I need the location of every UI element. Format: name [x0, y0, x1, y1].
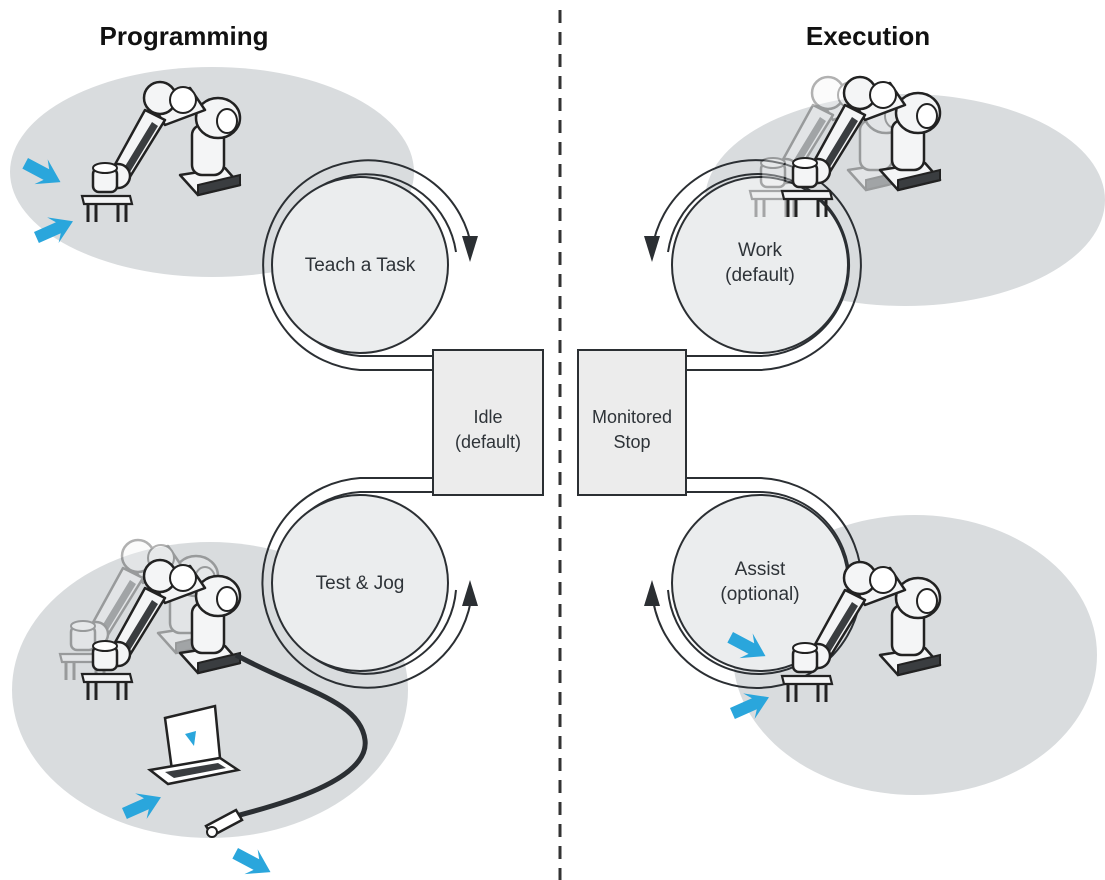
teach-task-circle — [271, 176, 449, 354]
cable — [227, 652, 368, 821]
assist-loop-arrowhead — [644, 580, 660, 606]
test-loop-arrowhead — [462, 580, 478, 606]
work-loop-arrowhead — [644, 236, 660, 262]
test-jog-label: Test & Jog — [316, 573, 405, 594]
execution-heading: Execution — [806, 21, 930, 51]
laptop-icon — [146, 704, 242, 786]
assist-label: Assist — [735, 559, 786, 580]
pilot-handle-icon — [204, 808, 244, 838]
work-label: Work — [738, 240, 782, 261]
idle-box — [432, 349, 544, 496]
teach-task-label: Teach a Task — [305, 255, 416, 276]
monitored-stop-sublabel: Stop — [613, 432, 650, 452]
monitored-stop-label: Monitored — [592, 407, 672, 427]
monitored-stop-box — [577, 349, 687, 496]
idle-label: Idle — [473, 407, 502, 427]
idle-sublabel: (default) — [455, 432, 521, 452]
test-jog-circle — [271, 494, 449, 672]
programming-heading: Programming — [99, 21, 268, 51]
work-sublabel: (default) — [725, 265, 795, 286]
teach-loop-arrowhead — [462, 236, 478, 262]
hand-guide-arrow-icon — [228, 840, 278, 880]
assist-sublabel: (optional) — [720, 584, 799, 605]
